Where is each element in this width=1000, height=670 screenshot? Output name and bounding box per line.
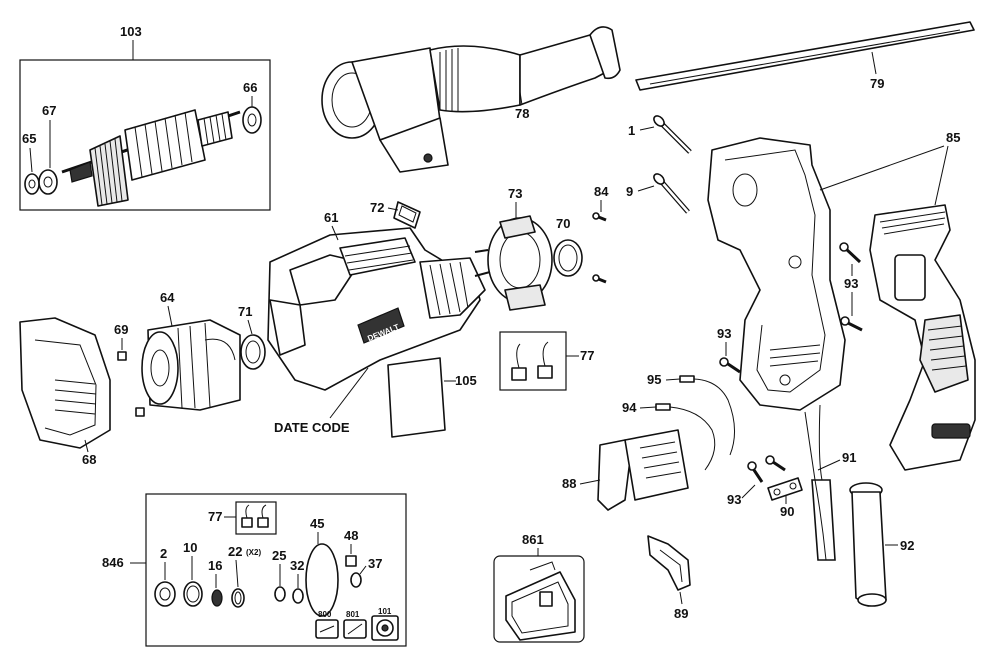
bearing-67 [38,169,58,195]
label-67: 67 [42,103,56,118]
label-37: 37 [368,556,382,571]
screw-84 [592,212,607,284]
label-70: 70 [556,216,570,231]
depth-rod-79: 79 [635,21,975,91]
label-1: 1 [628,123,635,138]
label-22-qty: (X2) [246,548,261,557]
label-25: 25 [272,548,286,563]
part-37 [350,572,362,588]
field-64 [141,319,241,411]
label-72: 72 [370,200,384,215]
label-90: 90 [780,504,794,519]
label-10: 10 [183,540,197,555]
label-16: 16 [208,558,222,573]
side-handle-78: 78 [321,26,621,173]
label-22: 22 [228,544,242,559]
armature-kit-group: 103 65 67 [19,24,271,211]
label-93-c: 93 [727,492,741,507]
screw-9 [653,173,690,214]
ring-71 [240,334,266,370]
label-77-b: 77 [208,509,222,524]
label-48: 48 [344,528,358,543]
part-801 [343,619,367,639]
gear-housing-61: DEWALT [267,227,486,391]
label-93-b: 93 [717,326,731,341]
brushes-77-group [499,331,567,391]
screw-93-b [719,357,741,374]
label-61: 61 [324,210,338,225]
label-66: 66 [243,80,257,95]
date-code-label: DATE CODE [274,420,350,435]
wire-95 [679,375,735,456]
brushes-77-kit-box [235,501,277,535]
label-79: 79 [870,76,884,91]
label-801: 801 [346,610,360,619]
label-64: 64 [160,290,175,305]
kit-846-group: 846 77 2 10 16 22 (X2) [102,493,407,647]
screw-93-c [747,455,786,483]
cord-clamp-90 [767,477,803,501]
part-25 [274,586,286,602]
label-plate-105 [387,357,446,438]
label-95: 95 [647,372,661,387]
pin-69 [117,351,145,417]
clip-72 [393,201,421,229]
label-93-a: 93 [844,276,858,291]
housing-half-right [869,204,976,471]
part-22 [231,588,245,608]
cord-protector-92 [849,482,887,607]
label-71: 71 [238,304,252,319]
label-800: 800 [318,610,332,619]
part-48 [345,555,357,567]
switch-88 [597,429,689,511]
label-2: 2 [160,546,167,561]
part-2 [154,581,176,607]
armature [61,109,241,207]
label-65: 65 [22,131,36,146]
screw-1 [653,115,692,154]
label-68: 68 [82,452,96,467]
label-69: 69 [114,322,128,337]
part-45 [305,543,339,617]
cord-91 [804,404,836,561]
screw-93-a [839,242,863,332]
label-101: 101 [378,607,392,616]
part-16 [211,589,223,607]
clip-89 [647,535,691,591]
bearing-66 [242,106,262,134]
carry-case-box [493,555,585,643]
brush-holder-73 [474,215,553,311]
washer-65 [24,173,40,195]
part-10 [183,581,203,607]
label-78: 78 [515,106,529,121]
label-88: 88 [562,476,576,491]
label-77-a: 77 [580,348,594,363]
armature-kit-box [19,59,271,211]
label-94: 94 [622,400,637,415]
brushes-77-box [499,331,567,391]
label-92: 92 [900,538,914,553]
label-84: 84 [594,184,609,199]
part-101 [371,615,399,641]
label-846: 846 [102,555,124,570]
ring-70 [553,239,583,277]
carry-case-861 [493,555,585,643]
part-800 [315,619,339,639]
label-85: 85 [946,130,960,145]
kit-846-box [145,493,407,647]
housing-half-left [707,137,846,411]
label-9: 9 [626,184,633,199]
end-cap-68 [19,317,111,449]
label-103: 103 [120,24,142,39]
label-89: 89 [674,606,688,621]
label-73: 73 [508,186,522,201]
label-861: 861 [522,532,544,547]
label-32: 32 [290,558,304,573]
label-91: 91 [842,450,856,465]
label-45: 45 [310,516,324,531]
part-32 [292,588,304,604]
label-105: 105 [455,373,477,388]
